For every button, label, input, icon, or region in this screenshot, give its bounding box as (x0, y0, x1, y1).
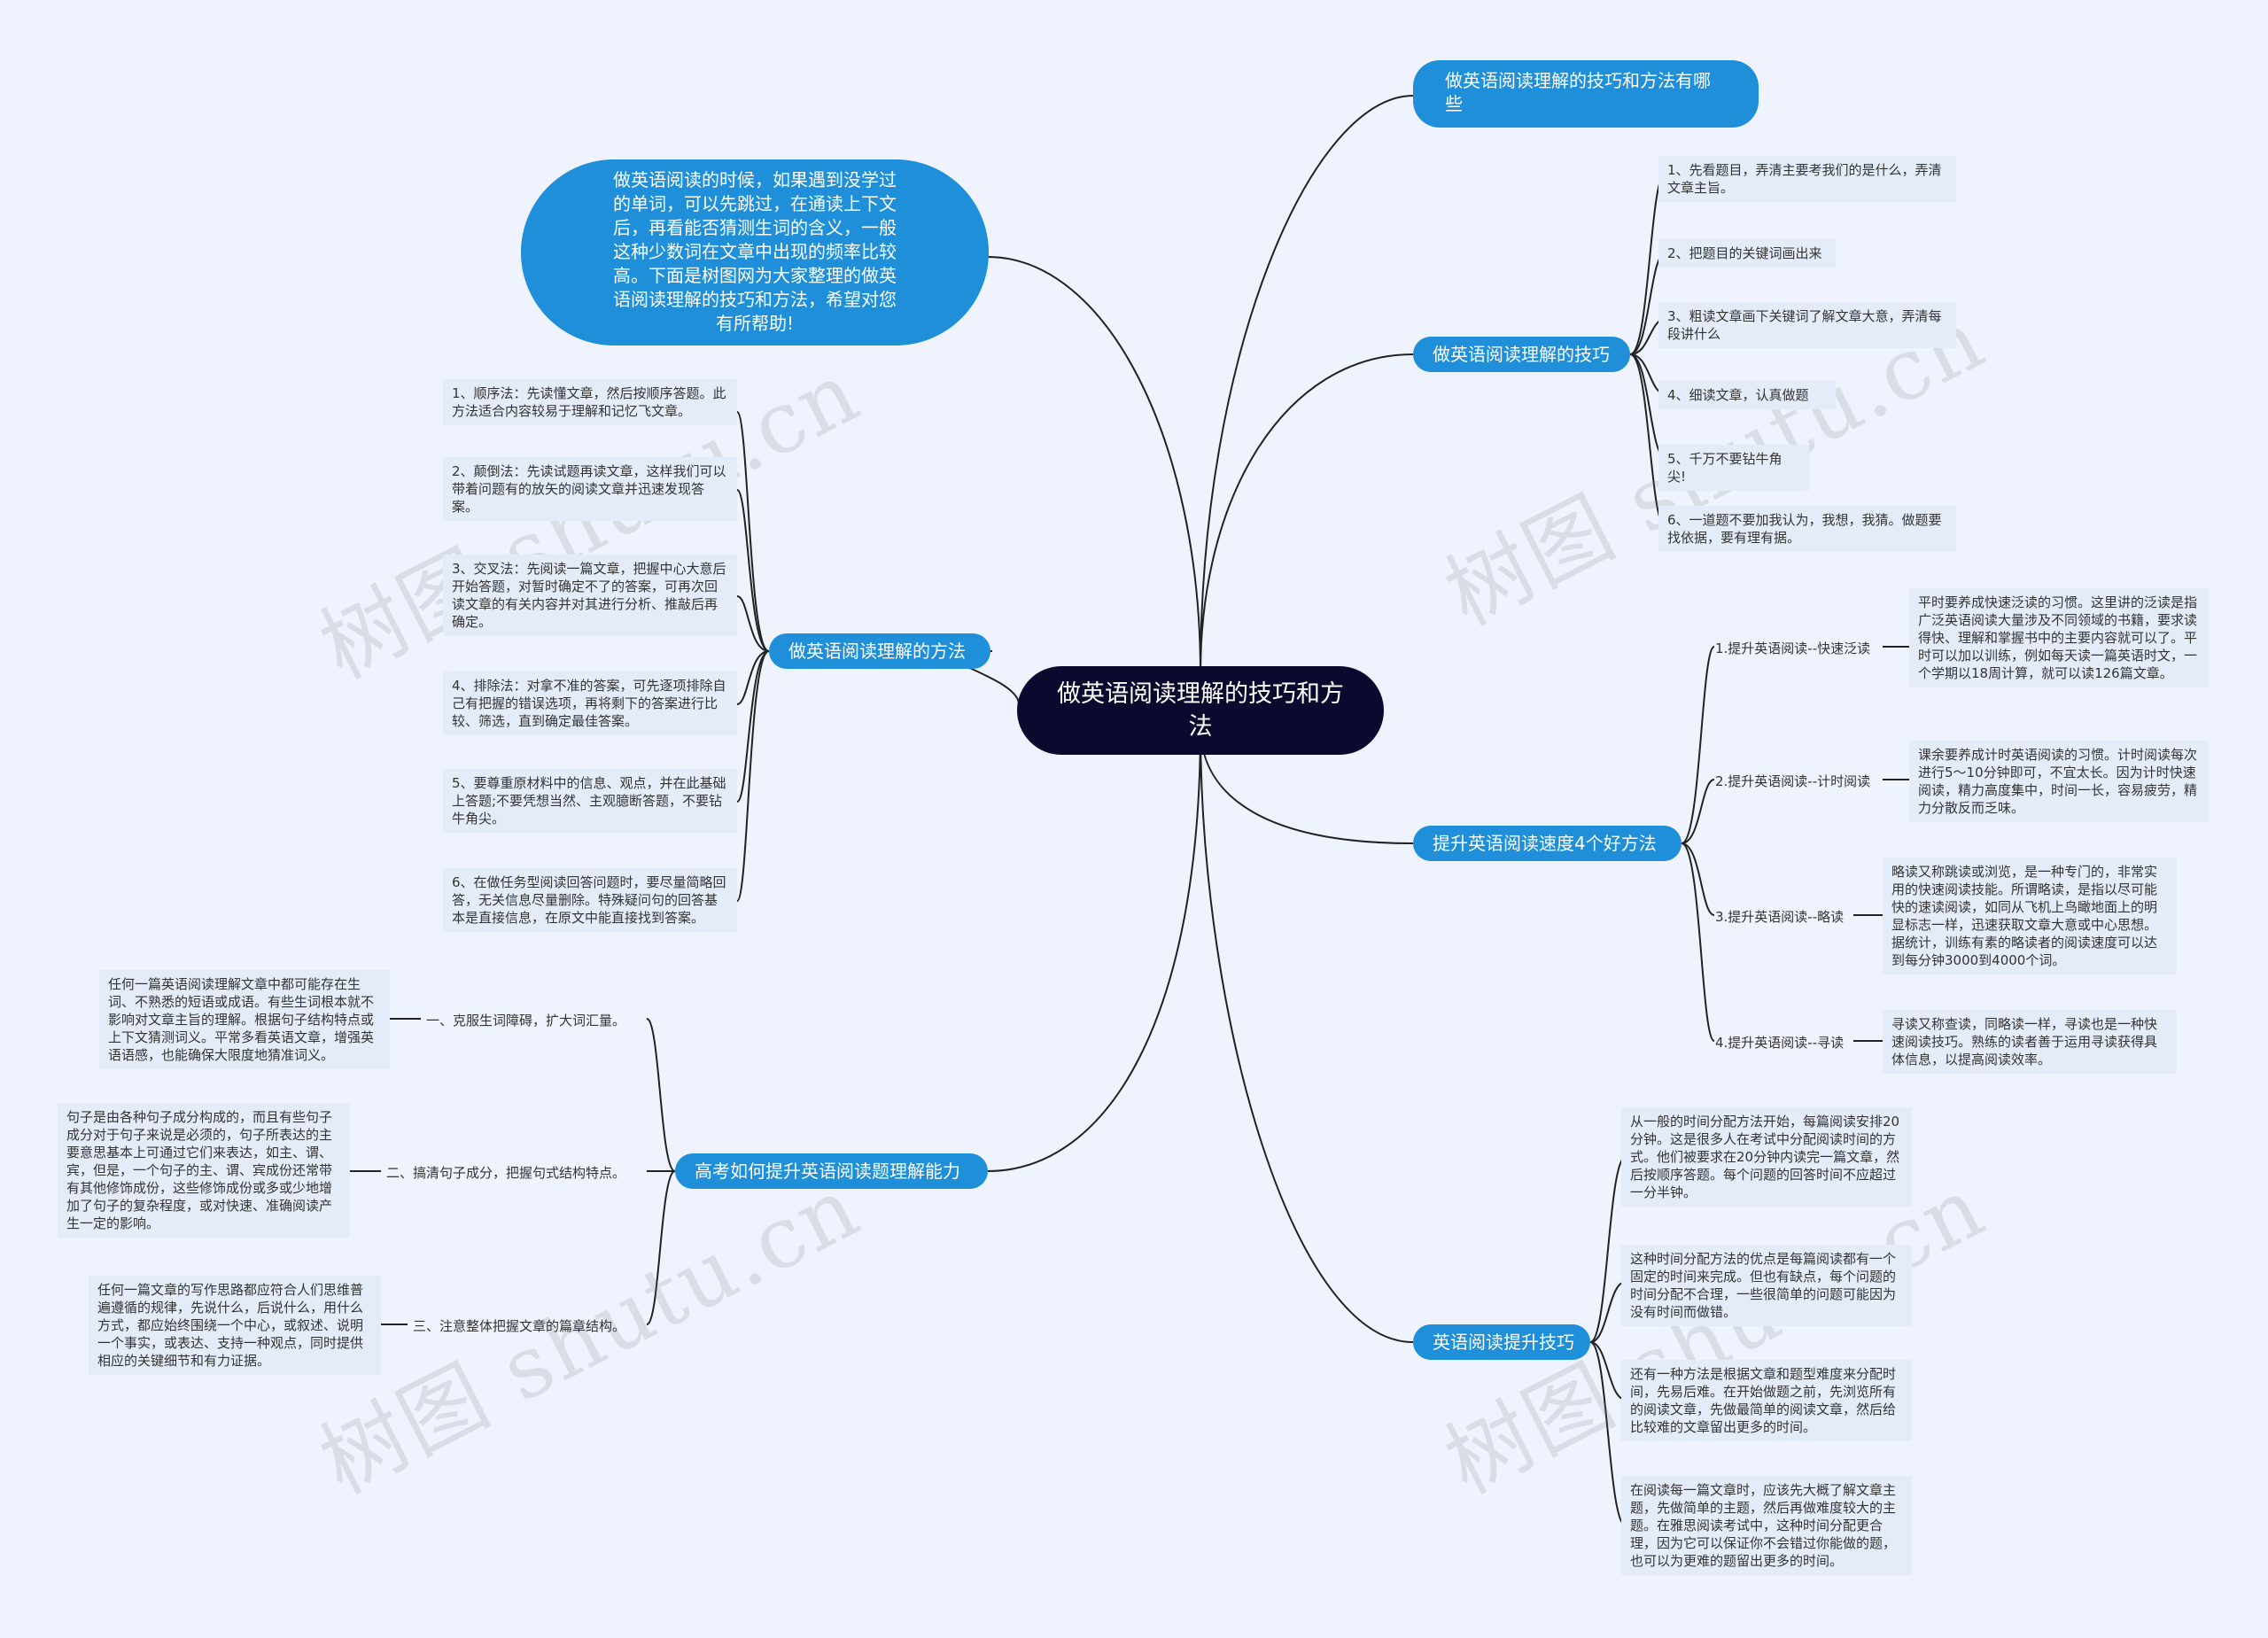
detail-text: 句子是由各种句子成分构成的，而且有些句子成分对于句子来说是必须的，句子所表达的主… (58, 1103, 350, 1238)
branch-label: 高考如何提升英语阅读题理解能力 (695, 1161, 960, 1182)
list-item: 1、顺序法：先读懂文章，然后按顺序答题。此 方法适合内容较易于理解和记忆飞文章。 (443, 379, 737, 425)
branch-label: 做英语阅读理解的技巧和方法有哪些 (1445, 70, 1711, 114)
detail-text: 平时要养成快速泛读的习惯。这里讲的泛读是指广泛英语阅读大量涉及不同领域的书籍，要… (1909, 588, 2209, 687)
branch-label: 做英语阅读理解的技巧 (1433, 344, 1610, 365)
branch-reading-improvement[interactable]: 英语阅读提升技巧 (1413, 1324, 1590, 1360)
detail-text: 课余要养成计时英语阅读的习惯。计时阅读每次进行5～10分钟即可，不宜太长。因为计… (1909, 741, 2209, 822)
list-item: 3、交叉法：先阅读一篇文章，把握中心大意后开始答题，对暂时确定不了的答案，可再次… (443, 555, 737, 636)
sub-topic[interactable]: 三、注意整体把握文章的篇章结构。 (413, 1318, 626, 1334)
branch-label: 做英语阅读理解的方法 (788, 640, 966, 662)
branch-label: 英语阅读提升技巧 (1433, 1331, 1574, 1353)
branch-reading-speed[interactable]: 提升英语阅读速度4个好方法 (1413, 826, 1682, 861)
intro-text: 做英语阅读的时候，如果遇到没学过的单词，可以先跳过，在通读上下文后，再看能否猜测… (613, 169, 897, 334)
list-item: 1、先看题目，弄清主要考我们的是什么，弄清文章主旨。 (1658, 156, 1956, 202)
intro-bubble[interactable]: 做英语阅读的时候，如果遇到没学过的单词，可以先跳过，在通读上下文后，再看能否猜测… (521, 159, 989, 345)
link-root-branch-2 (1200, 353, 1414, 674)
link-root-branch-1 (1200, 95, 1414, 674)
branch-reading-tips[interactable]: 做英语阅读理解的技巧 (1413, 337, 1630, 372)
detail-text: 略读又称跳读或浏览，是一种专门的，非常实用的快速阅读技能。所谓略读，是指以尽可能… (1883, 858, 2177, 974)
list-item: 在阅读每一篇文章时，应该先大概了解文章主题，先做简单的主题，然后再做难度较大的主… (1621, 1476, 1912, 1575)
list-item: 还有一种方法是根据文章和题型难度来分配时间，先易后难。在开始做题之前，先浏览所有… (1621, 1360, 1912, 1441)
list-item: 6、在做任务型阅读回答问题时，要尽量简略回答，无关信息尽量删除。特殊疑问句的回答… (443, 868, 737, 932)
list-item: 5、要尊重原材料中的信息、观点，并在此基础上答题;不要凭想当然、主观臆断答题，不… (443, 769, 737, 833)
root-title: 做英语阅读理解的技巧和方法 (1057, 680, 1344, 741)
list-item: 2、颠倒法：先读试题再读文章，这样我们可以带着问题有的放矢的阅读文章并迅速发现答… (443, 457, 737, 521)
sub-topic[interactable]: 一、克服生词障碍，扩大词汇量。 (426, 1013, 626, 1029)
branch-gaokao-reading[interactable]: 高考如何提升英语阅读题理解能力 (675, 1153, 988, 1189)
sub-topic[interactable]: 4.提升英语阅读--寻读 (1715, 1035, 1845, 1051)
list-item: 5、千万不要钻牛角尖! (1658, 445, 1809, 491)
list-item: 4、细读文章，认真做题 (1658, 381, 1836, 409)
branch-label: 提升英语阅读速度4个好方法 (1433, 833, 1657, 854)
list-item: 2、把题目的关键词画出来 (1658, 239, 1836, 268)
branch-tips-and-methods[interactable]: 做英语阅读理解的技巧和方法有哪些 (1413, 60, 1759, 128)
branch-reading-methods[interactable]: 做英语阅读理解的方法 (769, 633, 990, 669)
list-item: 从一般的时间分配方法开始，每篇阅读安排20分钟。这是很多人在考试中分配阅读时间的… (1621, 1107, 1912, 1207)
sub-topic[interactable]: 3.提升英语阅读--略读 (1715, 909, 1845, 925)
detail-text: 任何一篇文章的写作思路都应符合人们思维普遍遵循的规律，先说什么，后说什么，用什么… (89, 1276, 381, 1375)
detail-text: 寻读又称查读，同略读一样，寻读也是一种快速阅读技巧。熟练的读者善于运用寻读获得具… (1883, 1010, 2177, 1074)
link-root-intro (987, 256, 1201, 674)
detail-text: 任何一篇英语阅读理解文章中都可能存在生词、不熟悉的短语或成语。有些生词根本就不影… (99, 970, 390, 1069)
list-item: 3、粗读文章画下关键词了解文章大意，弄清每段讲什么 (1658, 302, 1956, 348)
list-item: 这种时间分配方法的优点是每篇阅读都有一个固定的时间来完成。但也有缺点，每个问题的… (1621, 1245, 1912, 1326)
link-root-branch-4 (1200, 726, 1414, 1343)
sub-topic[interactable]: 1.提升英语阅读--快速泛读 (1715, 640, 1871, 656)
sub-topic[interactable]: 二、搞清句子成分，把握句式结构特点。 (386, 1165, 626, 1181)
list-item: 6、一道题不要加我认为，我想，我猜。做题要找依据，要有理有据。 (1658, 506, 1956, 552)
root-topic[interactable]: 做英语阅读理解的技巧和方法 (1017, 666, 1384, 755)
list-item: 4、排除法：对拿不准的答案，可先逐项排除自己有把握的错误选项，再将剩下的答案进行… (443, 672, 737, 735)
sub-topic[interactable]: 2.提升英语阅读--计时阅读 (1715, 773, 1871, 789)
link-root-left-2 (987, 726, 1201, 1172)
